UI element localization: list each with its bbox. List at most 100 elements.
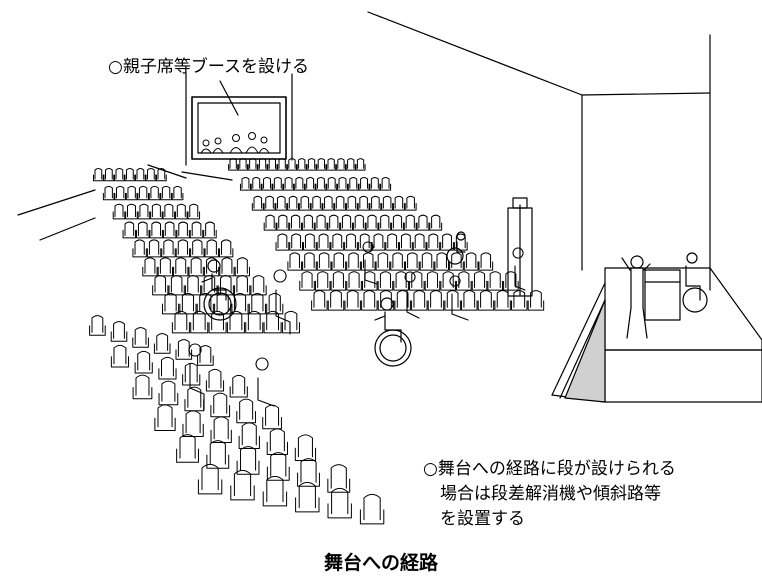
seat	[153, 333, 171, 354]
seat	[311, 290, 328, 311]
seat	[340, 214, 353, 231]
seat	[371, 233, 386, 251]
seat	[478, 252, 494, 271]
seat	[275, 233, 290, 251]
seat	[377, 290, 395, 311]
seat	[136, 221, 150, 239]
seat	[377, 271, 394, 291]
seat	[89, 315, 106, 336]
seat	[208, 310, 227, 334]
seat	[114, 185, 126, 201]
seat	[381, 195, 394, 211]
seat	[330, 233, 345, 251]
seat	[461, 290, 478, 311]
seat	[137, 185, 149, 201]
stage-figures	[507, 197, 708, 339]
seat	[336, 176, 348, 191]
seat	[266, 293, 284, 315]
seating-main	[93, 158, 545, 334]
seat	[263, 310, 282, 334]
seat	[456, 271, 472, 291]
seat	[330, 271, 347, 291]
seat	[355, 158, 366, 171]
seat	[385, 233, 400, 251]
seat	[124, 168, 136, 182]
seat	[197, 463, 223, 495]
seat	[316, 252, 332, 271]
seat	[146, 239, 162, 258]
seat	[394, 290, 411, 311]
seat	[251, 195, 264, 211]
seat	[152, 275, 169, 296]
seat	[190, 239, 205, 258]
seat	[392, 195, 405, 211]
seat	[326, 158, 337, 171]
stage-note-line: 場合は段差解消機や傾斜路等	[423, 484, 661, 504]
seating-front	[89, 315, 385, 525]
seat	[173, 257, 189, 277]
seat	[310, 195, 323, 211]
seat	[161, 239, 176, 258]
seat	[205, 368, 225, 392]
seat	[352, 214, 366, 231]
seat	[334, 195, 347, 211]
seat	[114, 168, 125, 182]
seat	[219, 257, 235, 277]
seat	[327, 487, 352, 519]
seat	[369, 195, 382, 211]
seat	[449, 252, 464, 271]
seat	[393, 271, 409, 291]
seat	[250, 275, 267, 296]
seat	[267, 158, 278, 171]
seat	[399, 233, 413, 251]
seat	[206, 440, 230, 469]
room-walls	[17, 11, 711, 291]
seat	[487, 271, 503, 291]
seat	[286, 158, 297, 171]
seat	[298, 195, 311, 211]
seat	[357, 195, 370, 211]
seat	[134, 350, 153, 374]
seat	[125, 203, 138, 220]
seat	[275, 195, 288, 211]
seat	[137, 203, 151, 220]
stage-route-note: ○舞台への経路に段が設けられる 場合は段差解消機や傾斜路等 を設置する	[423, 457, 762, 532]
seat	[187, 203, 201, 220]
seat	[175, 239, 191, 258]
seat	[145, 168, 157, 182]
seat	[344, 290, 361, 311]
seat	[148, 185, 161, 201]
seat	[135, 168, 146, 182]
seat	[327, 464, 351, 493]
seat	[281, 310, 300, 334]
seat	[287, 195, 300, 211]
seat	[190, 310, 209, 334]
seat	[175, 339, 193, 360]
seat	[162, 221, 177, 239]
seat	[157, 257, 173, 277]
wheelchair-users	[201, 231, 466, 367]
seat	[361, 271, 378, 291]
seat	[201, 275, 218, 296]
seat	[359, 493, 385, 525]
seat	[346, 252, 361, 271]
seat	[358, 176, 370, 191]
seat	[419, 252, 435, 271]
seat	[248, 293, 266, 315]
seat	[110, 344, 130, 368]
seat	[444, 290, 461, 311]
seat	[171, 310, 190, 334]
seat	[203, 221, 217, 239]
seat	[316, 158, 327, 171]
seat	[424, 271, 441, 291]
seat	[203, 257, 220, 277]
seat	[440, 233, 454, 251]
figure-caption: 舞台への経路	[323, 552, 438, 574]
seat	[160, 185, 172, 201]
seat	[179, 293, 197, 315]
seat	[416, 214, 430, 231]
seat	[346, 271, 362, 291]
seat	[287, 252, 303, 271]
seat	[302, 233, 317, 251]
seat	[331, 252, 347, 271]
